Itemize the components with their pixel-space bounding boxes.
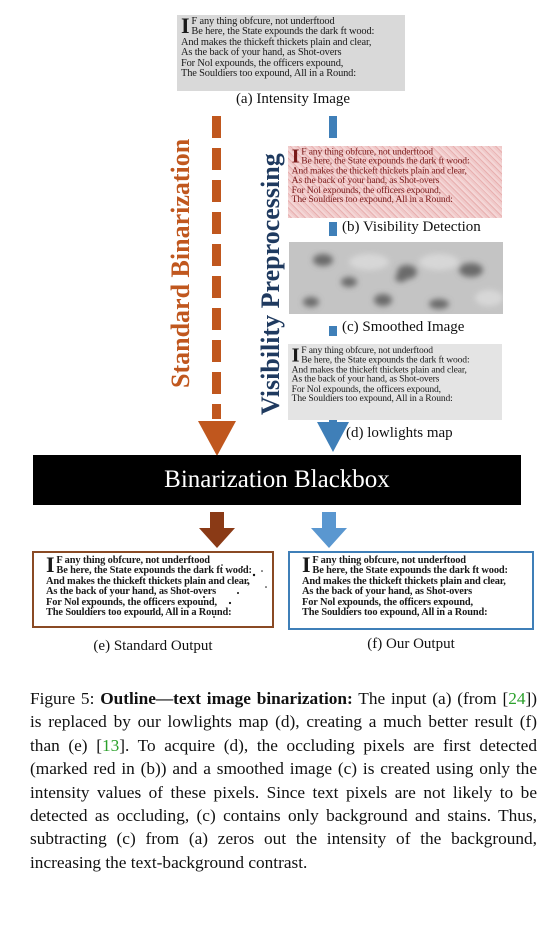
label-b: (b) Visibility Detection <box>342 219 481 235</box>
text-line: F any thing obfcure, not underftood <box>301 146 433 158</box>
our-output-arrow <box>311 512 347 548</box>
label-d: (d) lowlights map <box>346 425 453 441</box>
binarization-blackbox: Binarization Blackbox <box>33 455 521 505</box>
text-line: As the back of your hand, as Shot-overs <box>291 175 440 186</box>
text-line: As the back of your hand, as Shot-overs <box>291 374 440 385</box>
noise-specks <box>153 564 267 618</box>
text-line: As the back of your hand, as Shot-overs <box>302 586 473 598</box>
label-e: (e) Standard Output <box>93 638 213 654</box>
text-line: And makes the thickeft thickets plain an… <box>181 36 372 48</box>
label-f: (f) Our Output <box>367 636 455 652</box>
text-line: F any thing obfcure, not underftood <box>191 16 335 27</box>
label-a: (a) Intensity Image <box>235 91 351 107</box>
figure-caption: Figure 5: Outline—text image binarizatio… <box>30 687 537 874</box>
text-line: The Souldiers too expound, All in a Roun… <box>46 607 232 619</box>
text-line: And makes the thickeft thickets plain an… <box>302 575 506 587</box>
text-line: As the back of your hand, as Shot-overs <box>46 586 217 598</box>
text-line: And makes the thickeft thickets plain an… <box>46 575 250 587</box>
text-line: Be here, the State expounds the dark ft … <box>56 565 252 577</box>
dropcap: I <box>181 15 190 38</box>
text-line: And makes the thickeft thickets plain an… <box>291 364 467 376</box>
text-line: The Souldiers too expound, All in a Roun… <box>181 68 356 80</box>
text-line: F any thing obfcure, not underftood <box>56 555 210 566</box>
text-line: Be here, the State expounds the dark ft … <box>312 565 508 577</box>
standard-output-arrow <box>199 512 235 548</box>
caption-text-1: The input (a) (from [ <box>352 689 509 708</box>
text-line: The Souldiers too expound, All in a Roun… <box>302 607 488 619</box>
blackbox-label: Binarization Blackbox <box>164 466 390 493</box>
citation-link[interactable]: 24 <box>508 689 526 708</box>
text-line: The Souldiers too expound, All in a Roun… <box>291 194 453 205</box>
text-line: Be here, the State expounds the dark ft … <box>191 26 375 38</box>
label-c: (c) Smoothed Image <box>342 319 465 335</box>
text-line: Be here, the State expounds the dark ft … <box>301 355 470 366</box>
text-line: For Nol expounds, the officers expound, <box>181 57 344 69</box>
standard-arrow <box>198 116 236 456</box>
visibility-preprocessing-label: Visibility Preprocessing <box>256 153 285 415</box>
caption-text-2: ]) is replaced by our lowlights map (d),… <box>30 689 537 755</box>
text-line: Be here, the State expounds the dark ft … <box>301 156 470 167</box>
text-line: As the back of your hand, as Shot-overs <box>181 47 342 59</box>
standard-binarization-label: Standard Binarization <box>166 138 195 388</box>
smoothed-image <box>289 242 503 314</box>
text-line: For Nol expounds, the officers expound, <box>302 596 473 608</box>
text-line: For Nol expounds, the officers expound, <box>46 596 217 608</box>
caption-text-3: ]. To acquire (d), the occluding pixels … <box>30 735 537 872</box>
citation-link[interactable]: 13 <box>101 735 120 755</box>
text-line: For Nol expounds, the officers expound, <box>291 185 441 196</box>
caption-bold: Outline—text image binarization: <box>100 689 353 708</box>
text-line: F any thing obfcure, not underftood <box>301 345 433 356</box>
text-line: The Souldiers too expound, All in a Roun… <box>291 393 453 404</box>
text-line: F any thing obfcure, not underftood <box>312 555 466 566</box>
caption-prefix: Figure 5: <box>30 689 101 708</box>
text-line: For Nol expounds, the officers expound, <box>291 384 441 395</box>
text-line: And makes the thickeft thickets plain an… <box>291 166 467 177</box>
